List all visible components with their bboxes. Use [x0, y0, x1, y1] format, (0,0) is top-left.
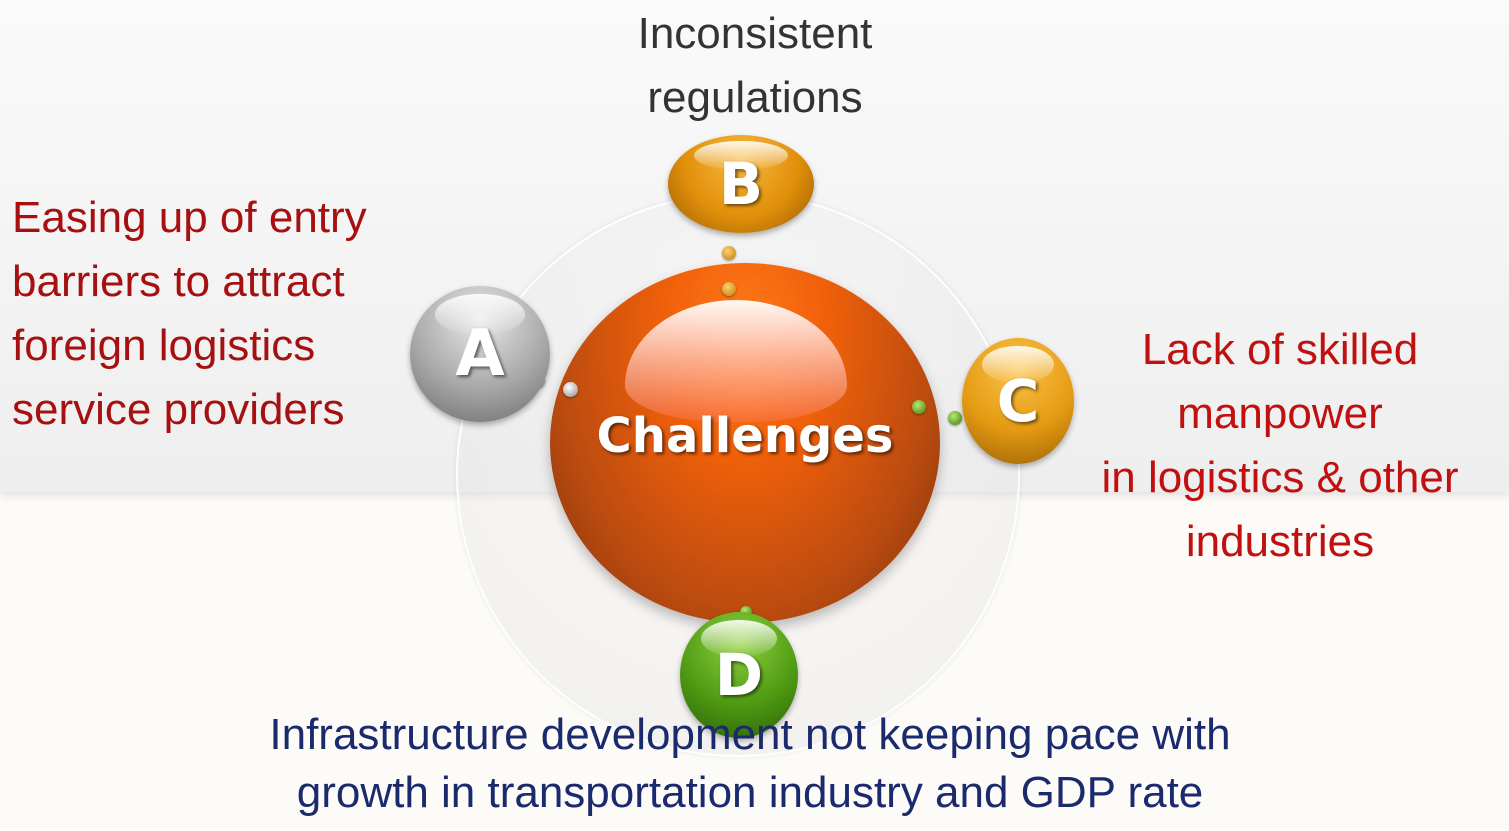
node-c: C — [962, 338, 1074, 464]
node-a-line: foreign logistics — [12, 321, 316, 370]
node-a: A — [410, 286, 550, 422]
node-d-letter: D — [714, 641, 764, 709]
node-c-text: Lack of skilled manpower in logistics & … — [1060, 318, 1500, 574]
node-d-line: growth in transportation industry and GD… — [296, 768, 1204, 817]
node-b-gloss — [694, 140, 788, 171]
connector-dot-c-1 — [912, 400, 926, 414]
connector-dot-b-1 — [722, 246, 736, 260]
node-d: D — [680, 612, 798, 738]
node-c-line: Lack of skilled — [1141, 325, 1419, 374]
node-a-line: Easing up of entry — [12, 193, 367, 242]
node-a-line: service providers — [12, 385, 345, 434]
node-a-gloss — [435, 294, 525, 335]
node-c-gloss — [982, 345, 1054, 384]
node-d-line: Infrastructure development not keeping p… — [269, 710, 1231, 759]
node-c-letter: C — [996, 367, 1040, 435]
node-c-line: in logistics & other — [1101, 453, 1459, 502]
node-a-line: barriers to attract — [12, 257, 345, 306]
node-b-line: Inconsistent — [637, 9, 873, 58]
connector-dot-a-2 — [563, 382, 578, 397]
connector-dot-b-2 — [722, 282, 736, 296]
node-b-text: Inconsistent regulations — [580, 2, 930, 130]
node-a-letter: A — [455, 317, 505, 391]
center-label: Challenges — [596, 408, 894, 464]
node-d-text: Infrastructure development not keeping p… — [180, 706, 1320, 822]
node-c-line: industries — [1185, 517, 1375, 566]
node-d-gloss — [701, 619, 777, 658]
node-c-line: manpower — [1177, 389, 1383, 438]
connector-dot-c-2 — [948, 411, 962, 425]
node-b: B — [668, 135, 814, 233]
node-a-text: Easing up of entry barriers to attract f… — [12, 186, 452, 442]
node-b-letter: B — [718, 150, 764, 218]
node-b-line: regulations — [647, 73, 863, 122]
